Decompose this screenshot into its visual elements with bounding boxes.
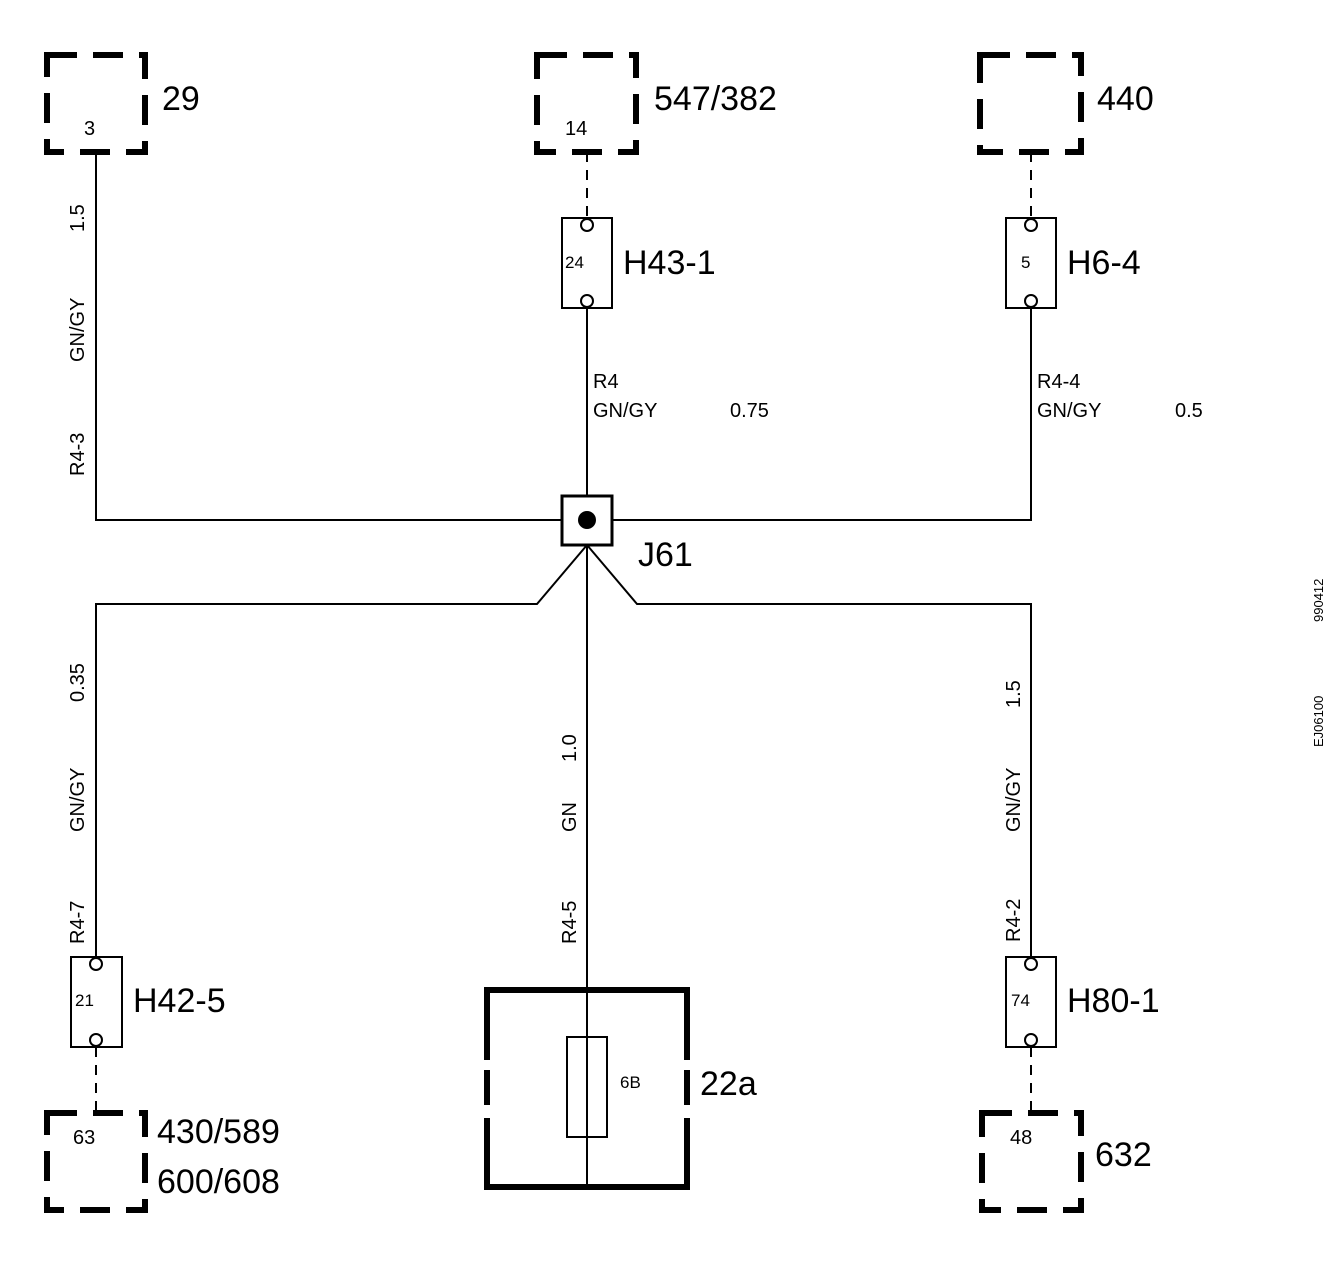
wire-left-top-size: 1.5 (67, 204, 89, 232)
component-430-pin: 63 (73, 1127, 95, 1149)
connector-h6-pin-top (1024, 218, 1038, 232)
wire-center-bottom-color: GN (559, 802, 581, 832)
component-430-label-line1: 430/589 (157, 1113, 280, 1151)
component-22a-frame (484, 987, 690, 1190)
component-29-pin: 3 (84, 118, 95, 140)
component-22a-label: 22a (700, 1065, 757, 1103)
component-547-label: 547/382 (654, 80, 777, 118)
connector-h6-pin-bottom (1024, 294, 1038, 308)
connector-h80-pin: 74 (1011, 991, 1030, 1010)
connector-h43-label: H43-1 (623, 244, 716, 282)
margin-date-code: 990412 (1311, 579, 1326, 622)
connector-h6-pin: 5 (1021, 253, 1030, 272)
connector-h43-pin: 24 (565, 253, 584, 272)
component-440-box (977, 52, 1084, 155)
component-632-pin: 48 (1010, 1127, 1032, 1149)
junction-j61-label: J61 (638, 536, 693, 574)
wire-center-bottom-size: 1.0 (559, 734, 581, 762)
connector-h80-pin-top (1024, 957, 1038, 971)
connector-h6-label: H6-4 (1067, 244, 1141, 282)
connector-h42-pin-top (89, 957, 103, 971)
margin-ref-code: EJ06100 (1311, 696, 1326, 747)
component-632-label: 632 (1095, 1136, 1152, 1174)
component-29-label: 29 (162, 80, 200, 118)
wire-left-top (95, 152, 562, 521)
wire-right-top-id: R4-4 (1037, 371, 1080, 393)
wire-left-top-color: GN/GY (67, 298, 89, 362)
component-632-box (979, 1110, 1084, 1213)
component-430-label-line2: 600/608 (157, 1163, 280, 1201)
wire-left-top-id: R4-3 (67, 433, 89, 476)
wire-right-bottom-size: 1.5 (1003, 680, 1025, 708)
wire-right-top-size: 0.5 (1175, 400, 1203, 422)
wire-right-bottom-id: R4-2 (1003, 899, 1025, 942)
wire-right-bottom-color: GN/GY (1003, 768, 1025, 832)
component-22a-inner-label: 6B (620, 1073, 641, 1092)
junction-j61-dot (578, 511, 596, 529)
connector-h80-label: H80-1 (1067, 982, 1160, 1020)
connector-h80-pin-bottom (1024, 1033, 1038, 1047)
wire-left-bottom-color: GN/GY (67, 768, 89, 832)
component-440-label: 440 (1097, 80, 1154, 118)
wire-left-bottom (95, 544, 588, 957)
wire-right-top-color: GN/GY (1037, 400, 1101, 422)
wire-center-top-color: GN/GY (593, 400, 657, 422)
component-430-box (44, 1110, 148, 1213)
component-29-box (44, 52, 148, 155)
wire-right-bottom (586, 544, 1032, 957)
connector-h42-label: H42-5 (133, 982, 226, 1020)
wire-left-bottom-size: 0.35 (67, 663, 89, 702)
wire-center-top-size: 0.75 (730, 400, 769, 422)
wire-left-bottom-id: R4-7 (67, 901, 89, 944)
component-547-pin: 14 (565, 118, 587, 140)
wire-right-top (612, 308, 1032, 521)
wire-center-bottom-id: R4-5 (559, 901, 581, 944)
connector-h43-pin-bottom (580, 294, 594, 308)
connector-h43-pin-top (580, 218, 594, 232)
wire-center-top-id: R4 (593, 371, 619, 393)
connector-h42-pin-bottom (89, 1033, 103, 1047)
connector-h42-pin: 21 (75, 991, 94, 1010)
